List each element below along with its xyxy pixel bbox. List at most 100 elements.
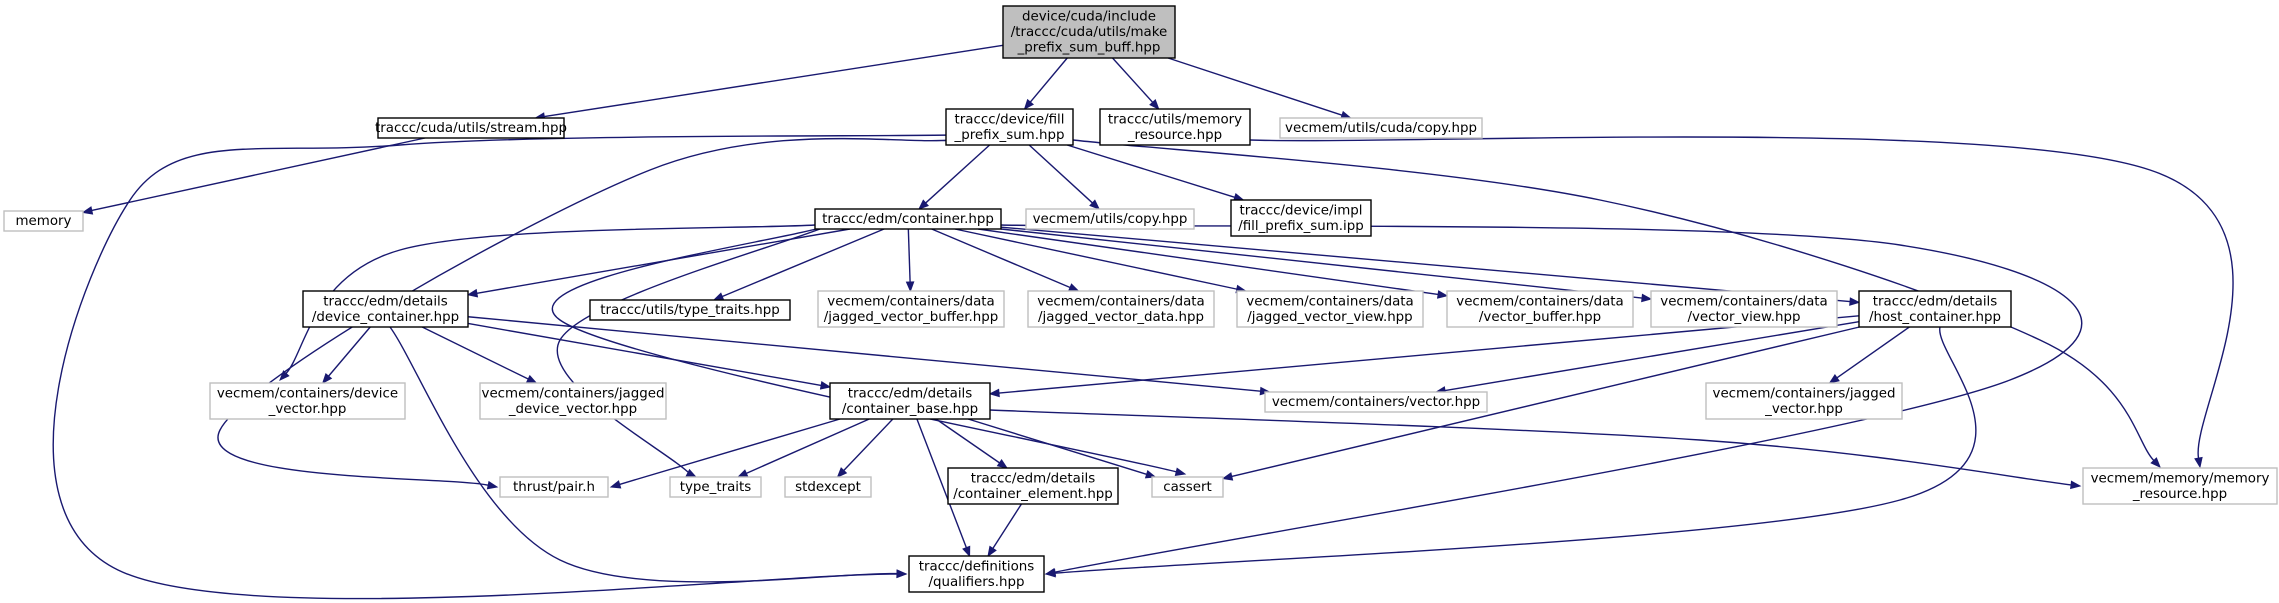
arrowhead xyxy=(1174,467,1187,476)
include-edge-root-to-stream xyxy=(534,44,1004,121)
node-memory: memory xyxy=(3,210,84,232)
edge-line xyxy=(935,418,1000,464)
arrowhead xyxy=(685,468,698,478)
include-edge-container-to-v_view xyxy=(1000,228,1653,303)
arrowhead xyxy=(1089,199,1101,210)
arrowhead xyxy=(736,469,749,478)
node-label-line: /vector_buffer.hpp xyxy=(1479,310,1601,325)
dependency-nodes: device/cuda/include/traccc/cuda/utils/ma… xyxy=(3,5,2278,593)
node-qualifiers[interactable]: traccc/definitions/qualifiers.hpp xyxy=(908,555,1045,593)
node-label-line: traccc/device/impl xyxy=(1239,203,1362,218)
arrowhead xyxy=(988,388,1000,398)
node-box xyxy=(589,299,791,321)
node-label-line: vecmem/containers/data xyxy=(1037,294,1204,309)
node-box xyxy=(669,476,762,498)
node-label-line: traccc/edm/details xyxy=(1873,294,1997,309)
include-edge-container_base-to-type_traits xyxy=(736,418,870,478)
node-label-line: _resource.hpp xyxy=(2132,487,2227,502)
include-edge-container-to-qualifiers xyxy=(933,222,2083,577)
edge-line xyxy=(1000,228,1643,299)
edge-line xyxy=(376,309,898,583)
node-host-container[interactable]: traccc/edm/details/host_container.hpp xyxy=(1858,290,2012,328)
node-jagged-vector: vecmem/containers/jagged_vector.hpp xyxy=(1705,382,1903,420)
include-edge-root-to-memory_resource xyxy=(1112,57,1160,110)
include-edge-container-to-jv_buffer xyxy=(905,228,915,293)
node-box xyxy=(302,290,469,328)
arrowhead xyxy=(486,480,499,490)
node-label-line: vecmem/utils/copy.hpp xyxy=(1033,212,1188,227)
node-v-buffer: vecmem/containers/data/vector_buffer.hpp xyxy=(1446,290,1634,328)
include-edge-container-to-type_traits xyxy=(556,216,847,485)
arrowhead xyxy=(1044,568,1056,578)
node-box xyxy=(829,382,991,420)
node-device-vector: vecmem/containers/device_vector.hpp xyxy=(209,382,406,420)
node-stream[interactable]: traccc/cuda/utils/stream.hpp xyxy=(375,117,567,139)
arrowhead xyxy=(896,569,908,578)
node-box xyxy=(1446,290,1634,328)
node-label-line: traccc/device/fill xyxy=(955,112,1065,127)
arrowhead xyxy=(1436,290,1449,299)
node-v-view: vecmem/containers/data/vector_view.hpp xyxy=(1650,290,1838,328)
node-box xyxy=(1858,290,2012,328)
node-label-line: vecmem/containers/jagged xyxy=(482,386,665,401)
include-edge-container_base-to-stdexcept xyxy=(836,418,894,478)
include-edge-container_element-to-qualifiers xyxy=(987,503,1023,558)
node-label-line: /container_base.hpp xyxy=(842,402,978,417)
edge-line xyxy=(1231,326,1860,478)
node-vector-hpp: vecmem/containers/vector.hpp xyxy=(1264,391,1488,413)
arrowhead xyxy=(996,459,1009,469)
node-label-line: _resource.hpp xyxy=(1127,128,1222,143)
node-fill-ipp[interactable]: traccc/device/impl/fill_prefix_sum.ipp xyxy=(1230,199,1372,237)
include-edge-host_container-to-qualifiers xyxy=(1044,313,1977,578)
node-container[interactable]: traccc/edm/container.hpp xyxy=(814,208,1002,230)
node-label-line: _prefix_sum.hpp xyxy=(954,128,1065,143)
node-fill-prefix-sum[interactable]: traccc/device/fill_prefix_sum.hpp xyxy=(945,108,1074,146)
node-label-line: /fill_prefix_sum.ipp xyxy=(1238,219,1364,234)
node-label-line: /qualifiers.hpp xyxy=(928,575,1024,590)
include-edge-container-to-v_buffer xyxy=(978,228,1449,299)
node-box xyxy=(784,476,872,498)
edge-line xyxy=(931,228,1071,289)
node-label-line: vecmem/containers/device xyxy=(217,386,398,401)
node-box xyxy=(1264,391,1488,413)
edge-line xyxy=(1836,326,1910,379)
include-edge-fill_prefix_sum-to-container xyxy=(918,144,991,210)
node-label-line: stdexcept xyxy=(795,480,861,495)
edge-line xyxy=(978,228,1439,296)
node-memory-memory-resource: vecmem/memory/memory_resource.hpp xyxy=(2082,467,2278,505)
arrowhead xyxy=(905,281,915,293)
edge-line xyxy=(1112,57,1154,103)
include-edge-container_base-to-qualifiers xyxy=(916,418,971,558)
edge-line xyxy=(1167,57,1343,116)
node-type-traits-hpp[interactable]: traccc/utils/type_traits.hpp xyxy=(589,299,791,321)
node-label-line: traccc/edm/details xyxy=(848,386,972,401)
node-label-line: vecmem/containers/vector.hpp xyxy=(1272,395,1480,410)
node-label-line: /jagged_vector_data.hpp xyxy=(1038,310,1204,325)
edge-line xyxy=(721,228,885,298)
edge-line xyxy=(954,228,1237,290)
arrowhead xyxy=(525,374,538,384)
node-container-base[interactable]: traccc/edm/details/container_base.hpp xyxy=(829,382,991,420)
node-utils-copy: vecmem/utils/copy.hpp xyxy=(1025,208,1195,230)
node-root[interactable]: device/cuda/include/traccc/cuda/utils/ma… xyxy=(1002,5,1176,59)
node-device-container[interactable]: traccc/edm/details/device_container.hpp xyxy=(302,290,469,328)
node-box xyxy=(1279,117,1483,139)
node-container-element[interactable]: traccc/edm/details/container_element.hpp xyxy=(947,467,1119,505)
node-label-line: _vector.hpp xyxy=(268,402,347,417)
node-label-line: type_traits xyxy=(680,480,752,495)
node-label-line: /host_container.hpp xyxy=(1869,310,2001,325)
edge-line xyxy=(992,503,1023,549)
arrowhead xyxy=(712,292,725,301)
edge-line xyxy=(328,326,371,377)
node-box xyxy=(1151,476,1224,498)
node-label-line: _prefix_sum_buff.hpp xyxy=(1017,41,1161,56)
node-label-line: /traccc/cuda/utils/make xyxy=(1011,25,1168,40)
node-box xyxy=(377,117,565,139)
node-memory-resource[interactable]: traccc/utils/memory_resource.hpp xyxy=(1099,108,1251,146)
node-label-line: /jagged_vector_buffer.hpp xyxy=(824,310,999,325)
arrowhead xyxy=(81,206,94,215)
edge-line xyxy=(933,222,2083,573)
edge-line xyxy=(1028,144,1093,204)
include-edge-host_container-to-container_base xyxy=(988,315,1860,398)
arrowhead xyxy=(1067,283,1080,292)
